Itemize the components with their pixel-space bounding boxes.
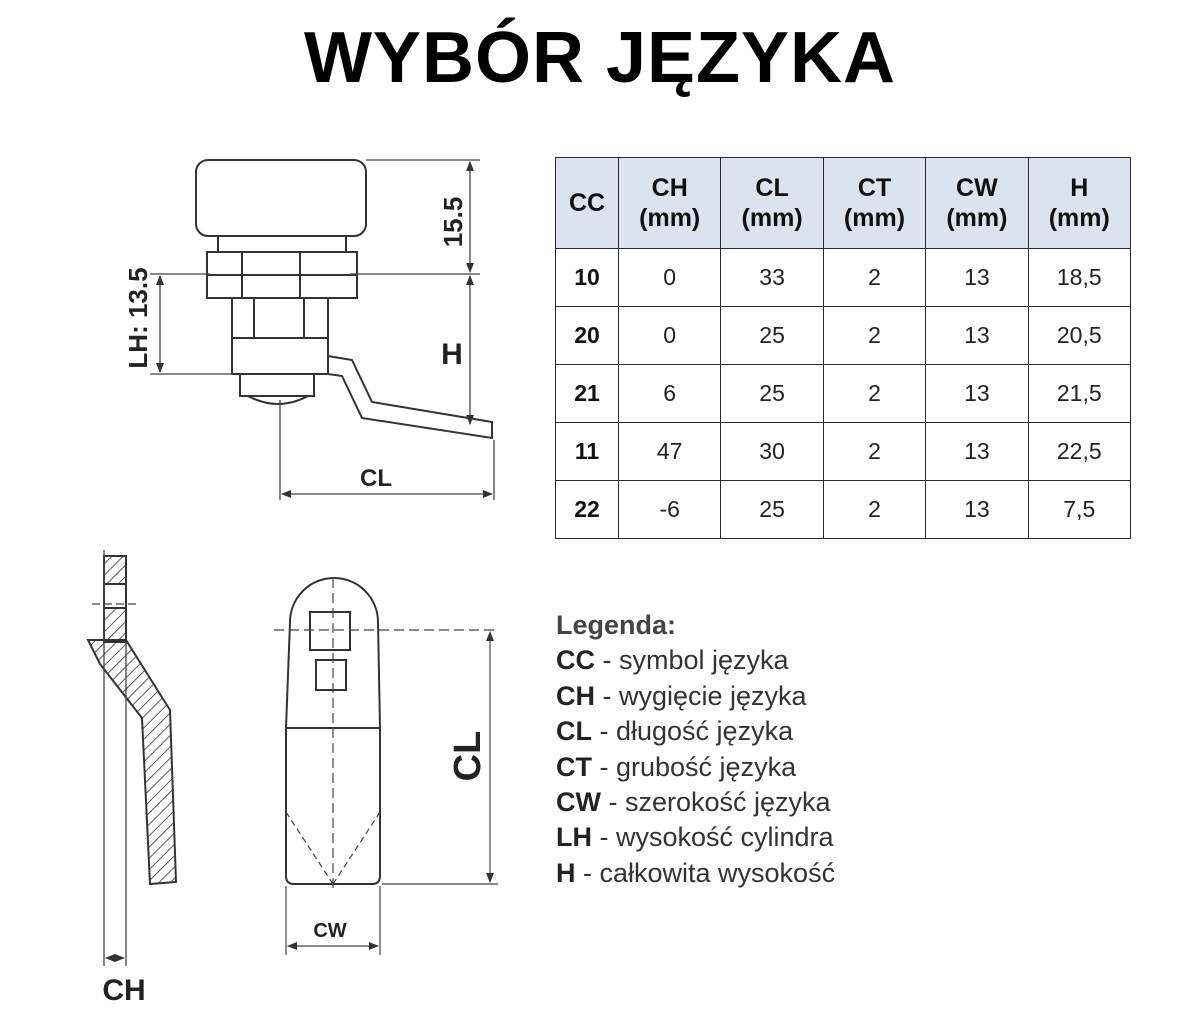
cell-ct: 2 [822, 306, 927, 365]
col-header-cl: CL(mm) [720, 157, 824, 249]
cam-lock-side-view [195, 159, 493, 440]
cell-h: 7,5 [1027, 480, 1132, 539]
dim-lh-label: LH: 13.5 [123, 267, 153, 368]
legend: Legenda: CC - symbol języka CH - wygięci… [556, 608, 835, 891]
legend-item: CT - grubość języka [556, 751, 797, 782]
col-header-h: H(mm) [1027, 157, 1132, 249]
dim-cl-front-label: CL [447, 731, 489, 782]
cell-ct: 2 [822, 248, 927, 307]
lock-collar [217, 235, 347, 253]
cell-ch: 0 [617, 306, 722, 365]
table-row: 10 0 33 2 13 18,5 [555, 248, 1132, 307]
cell-h: 20,5 [1027, 306, 1132, 365]
cell-h: 21,5 [1027, 364, 1132, 423]
cam-spec-table: CC CH(mm) CL(mm) CT(mm) CW(mm) H(mm) 10 … [555, 157, 1132, 539]
table-row: 20 0 25 2 13 20,5 [555, 306, 1132, 365]
table-row: 21 6 25 2 13 21,5 [555, 364, 1132, 423]
dim-cw-label: CW [313, 920, 346, 942]
lock-head [195, 159, 367, 237]
legend-item: CH - wygięcie języka [556, 680, 807, 711]
cam-square-recess [315, 659, 347, 691]
cell-cw: 13 [925, 480, 1029, 539]
cell-cw: 13 [925, 364, 1029, 423]
dim-h-label: H [441, 338, 463, 371]
cell-ct: 2 [822, 364, 927, 423]
cam-side-profile [86, 555, 178, 886]
table-row: 22 -6 25 2 13 7,5 [555, 480, 1132, 539]
legend-heading: Legenda: [556, 610, 677, 640]
lock-cylinder [231, 297, 329, 339]
legend-item: CW - szerokość języka [556, 787, 831, 818]
cell-h: 18,5 [1027, 248, 1132, 307]
cell-ch: 0 [617, 248, 722, 307]
legend-item: CC - symbol języka [556, 645, 789, 676]
cam-tongue [327, 354, 493, 440]
col-header-cw: CW(mm) [925, 157, 1029, 249]
cell-cc: 22 [555, 480, 619, 539]
col-header-ct: CT(mm) [822, 157, 927, 249]
cell-ch: 6 [617, 364, 722, 423]
cell-cl: 33 [720, 248, 824, 307]
cell-ct: 2 [822, 422, 927, 481]
cell-cl: 30 [720, 422, 824, 481]
cell-ct: 2 [822, 480, 927, 539]
table-header-row: CC CH(mm) CL(mm) CT(mm) CW(mm) H(mm) [555, 157, 1132, 249]
cell-cw: 13 [925, 422, 1029, 481]
cell-cc: 21 [555, 364, 619, 423]
lock-screw [239, 373, 315, 397]
table-row: 11 47 30 2 13 22,5 [555, 422, 1132, 481]
cell-cl: 25 [720, 364, 824, 423]
cell-h: 22,5 [1027, 422, 1132, 481]
cell-cl: 25 [720, 480, 824, 539]
legend-item: LH - wysokość cylindra [556, 822, 834, 853]
cell-cc: 20 [555, 306, 619, 365]
dim-ch-label: CH [102, 974, 145, 1007]
dim-cl-side-label: CL [360, 465, 392, 492]
cell-ch: -6 [617, 480, 722, 539]
cell-cc: 11 [555, 422, 619, 481]
cell-cc: 10 [555, 248, 619, 307]
cell-cw: 13 [925, 248, 1029, 307]
page-title: WYBÓR JĘZYKA [303, 18, 897, 98]
col-header-ch: CH(mm) [617, 157, 722, 249]
legend-item: CL - długość języka [556, 716, 794, 747]
cell-cl: 25 [720, 306, 824, 365]
cam-square-hole [309, 611, 351, 651]
cell-ch: 47 [617, 422, 722, 481]
legend-item: H - całkowita wysokość [556, 857, 836, 888]
cell-cw: 13 [925, 306, 1029, 365]
dim-lock-height-label: 15.5 [438, 197, 468, 248]
col-header-cc: CC [555, 157, 619, 249]
